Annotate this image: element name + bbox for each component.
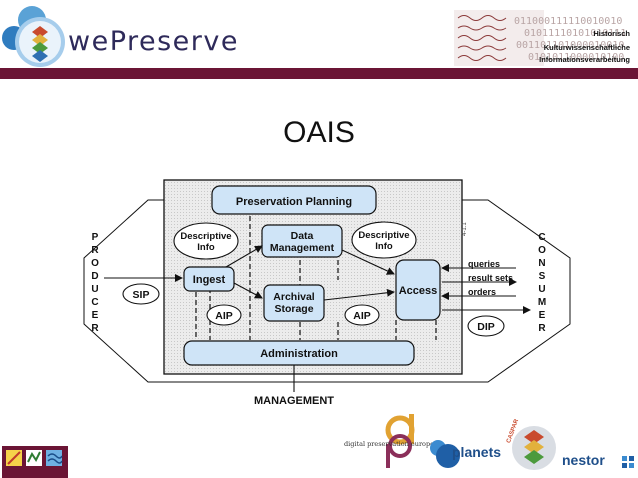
data-management-box [261,224,343,258]
hki-line-3: Informationsverarbeitung [539,55,630,64]
ingest-box [183,266,235,292]
preservation-planning-label: Preservation Planning [236,196,352,208]
wepreserve-logo-text: wePreserve [68,26,239,57]
descriptive-info-label: Descriptive [358,230,409,241]
planets-icon [430,440,460,468]
producer-letter: E [92,310,99,321]
management-label: MANAGEMENT [254,395,334,407]
data-management-label: Management [270,242,335,254]
footer-left-logo-icon [2,446,68,478]
producer-letter: D [91,271,98,282]
slide-title: OAIS [283,116,355,149]
nestor-logo-text: nestor [562,452,605,468]
binary-text: 011000111110010010 [514,16,623,27]
ingest-label: Ingest [193,274,226,286]
consumer-letter: N [538,258,545,269]
producer-letter: R [91,245,99,256]
producer-letter: U [91,284,98,295]
consumer-letter: M [538,297,546,308]
access-label: Access [399,285,438,297]
archival-storage-box [263,284,325,322]
producer-letter: R [91,323,99,334]
access-box [395,259,441,321]
dpe-icon [385,414,415,468]
caspar-icon [512,426,556,470]
orders-label: orders [468,287,496,297]
binary-text: 01011110101010111 [524,28,627,39]
hki-logo: 011000111110010010 01011110101010111 001… [452,8,636,66]
consumer-letter: U [538,284,545,295]
binary-text: 0101011000010100 [528,52,625,63]
aip-oval-right [344,304,380,326]
figure-tag: 4-1.1 [462,222,468,236]
preservation-planning-box [211,185,377,215]
producer-letter: O [91,258,99,269]
consumer-letter: S [539,271,546,282]
descriptive-info-label: Info [375,241,393,252]
data-management-to-access-arrow [341,249,395,275]
consumer-letter: C [538,232,545,243]
result-sets-label: result sets [468,273,513,283]
oais-diagram: Preservation Planning Data Management In… [83,179,571,407]
descriptive-info-oval-left [173,222,239,260]
wepreserve-logo-icon [2,6,65,67]
caspar-logo: CASPAR [506,419,560,472]
producer-letter: C [91,297,98,308]
archival-storage-label: Storage [274,303,313,315]
sip-label: SIP [133,289,150,301]
archival-storage-label: Archival [273,291,315,303]
dip-label: DIP [477,321,495,333]
data-management-label: Data [291,230,314,242]
dip-oval [467,315,505,337]
binary-text: 001101101000010010 [516,40,625,51]
aip-oval-left [206,304,242,326]
producer-letter: P [92,232,99,243]
descriptive-info-label: Descriptive [180,231,231,242]
planets-logo: planets [428,436,504,470]
hki-line-1: Historisch [593,29,630,38]
queries-label: queries [468,259,500,269]
hki-line-2: Kulturwissenschaftliche [543,43,630,52]
digital-preservation-europe-logo: digital preservation europe [342,414,434,472]
descriptive-info-label: Info [197,242,215,253]
dpe-text: digital preservation europe [344,440,434,448]
archival-storage-to-access-arrow [323,288,395,301]
consumer-letter: E [539,310,546,321]
outer-environment-shape [83,199,571,383]
consumer-letter: R [538,323,546,334]
descriptive-info-oval-right [351,221,417,259]
aip-label: AIP [215,310,233,322]
header-divider-band [0,68,638,79]
consumer-letter: O [538,245,546,256]
administration-box [183,340,415,366]
manuscript-icon [454,10,544,66]
aip-label: AIP [353,310,371,322]
ingest-to-data-management-arrow [225,245,263,268]
ingest-to-archival-storage-arrow [233,282,263,299]
planets-text: planets [452,444,502,460]
administration-label: Administration [260,348,338,360]
sip-oval [122,283,160,305]
nestor-icon [622,456,634,468]
